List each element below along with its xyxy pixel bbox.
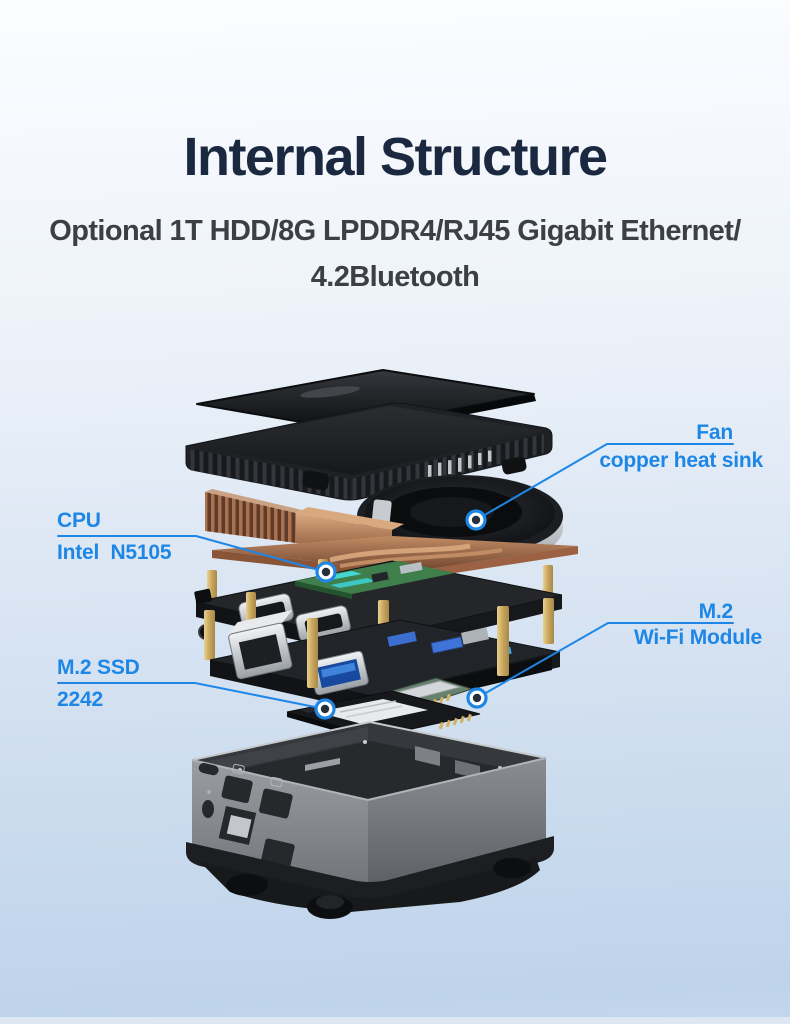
heat-pipe <box>329 543 471 563</box>
blower-fan <box>357 475 563 569</box>
heat-pipe <box>339 548 503 568</box>
ram-chip <box>330 578 377 588</box>
cpu-label-line2: Intel N5105 <box>57 541 172 564</box>
bottom-edge-strip <box>0 1017 790 1024</box>
wifi-label-line2: Wi-Fi Module <box>633 626 762 649</box>
page-title: Internal Structure <box>183 127 608 187</box>
ssd-callout-line <box>57 682 326 710</box>
rj45-port <box>227 610 293 680</box>
dc-jack <box>194 588 212 605</box>
rj45-cutout <box>218 805 257 846</box>
ssd-marker <box>314 698 336 720</box>
cpu-marker <box>315 561 337 583</box>
rubber-foot <box>493 858 531 878</box>
lit-vent-slats <box>428 450 492 479</box>
base-plate <box>186 836 554 919</box>
usb3-port <box>309 650 369 696</box>
callout-lines <box>57 443 734 710</box>
copper-heat-sink <box>205 489 578 580</box>
page-subtitle: Optional 1T HDD/8G LPDDR4/RJ45 Gigabit E… <box>0 208 790 300</box>
fan-label-line2: copper heat sink <box>599 449 763 472</box>
subtitle-line-1: Optional 1T HDD/8G LPDDR4/RJ45 Gigabit E… <box>49 215 741 247</box>
callout-markers <box>314 509 488 720</box>
ssd-label-line2: 2242 <box>57 688 103 711</box>
case-foot-right <box>501 456 527 475</box>
case-foot-left <box>302 470 330 491</box>
heatsink-fins <box>205 492 296 543</box>
ssd-label-line1: M.2 SSD <box>57 656 140 679</box>
wifi-label-line1: M.2 <box>698 600 734 623</box>
lid-logo <box>300 386 360 398</box>
heatsink-base-plate <box>212 536 578 572</box>
fan-label-line1: Fan <box>696 421 733 444</box>
board-stack <box>194 559 563 712</box>
front-standoff-posts <box>307 606 509 688</box>
heatsink-fan-assembly <box>205 475 578 580</box>
board-connector <box>387 631 417 647</box>
fan-callout-line <box>475 443 734 521</box>
rubber-foot <box>226 874 268 896</box>
cpu-callout-line <box>57 535 327 573</box>
side-port-cutouts <box>198 762 295 871</box>
wifi-marker <box>466 687 488 709</box>
wifi-callout-line <box>476 622 734 699</box>
interior-bracket <box>415 746 440 766</box>
board-connector <box>430 636 464 654</box>
cpu-label-line1: CPU <box>57 509 101 532</box>
subtitle-line-2: 4.2Bluetooth <box>310 261 480 293</box>
fan-marker <box>465 509 487 531</box>
